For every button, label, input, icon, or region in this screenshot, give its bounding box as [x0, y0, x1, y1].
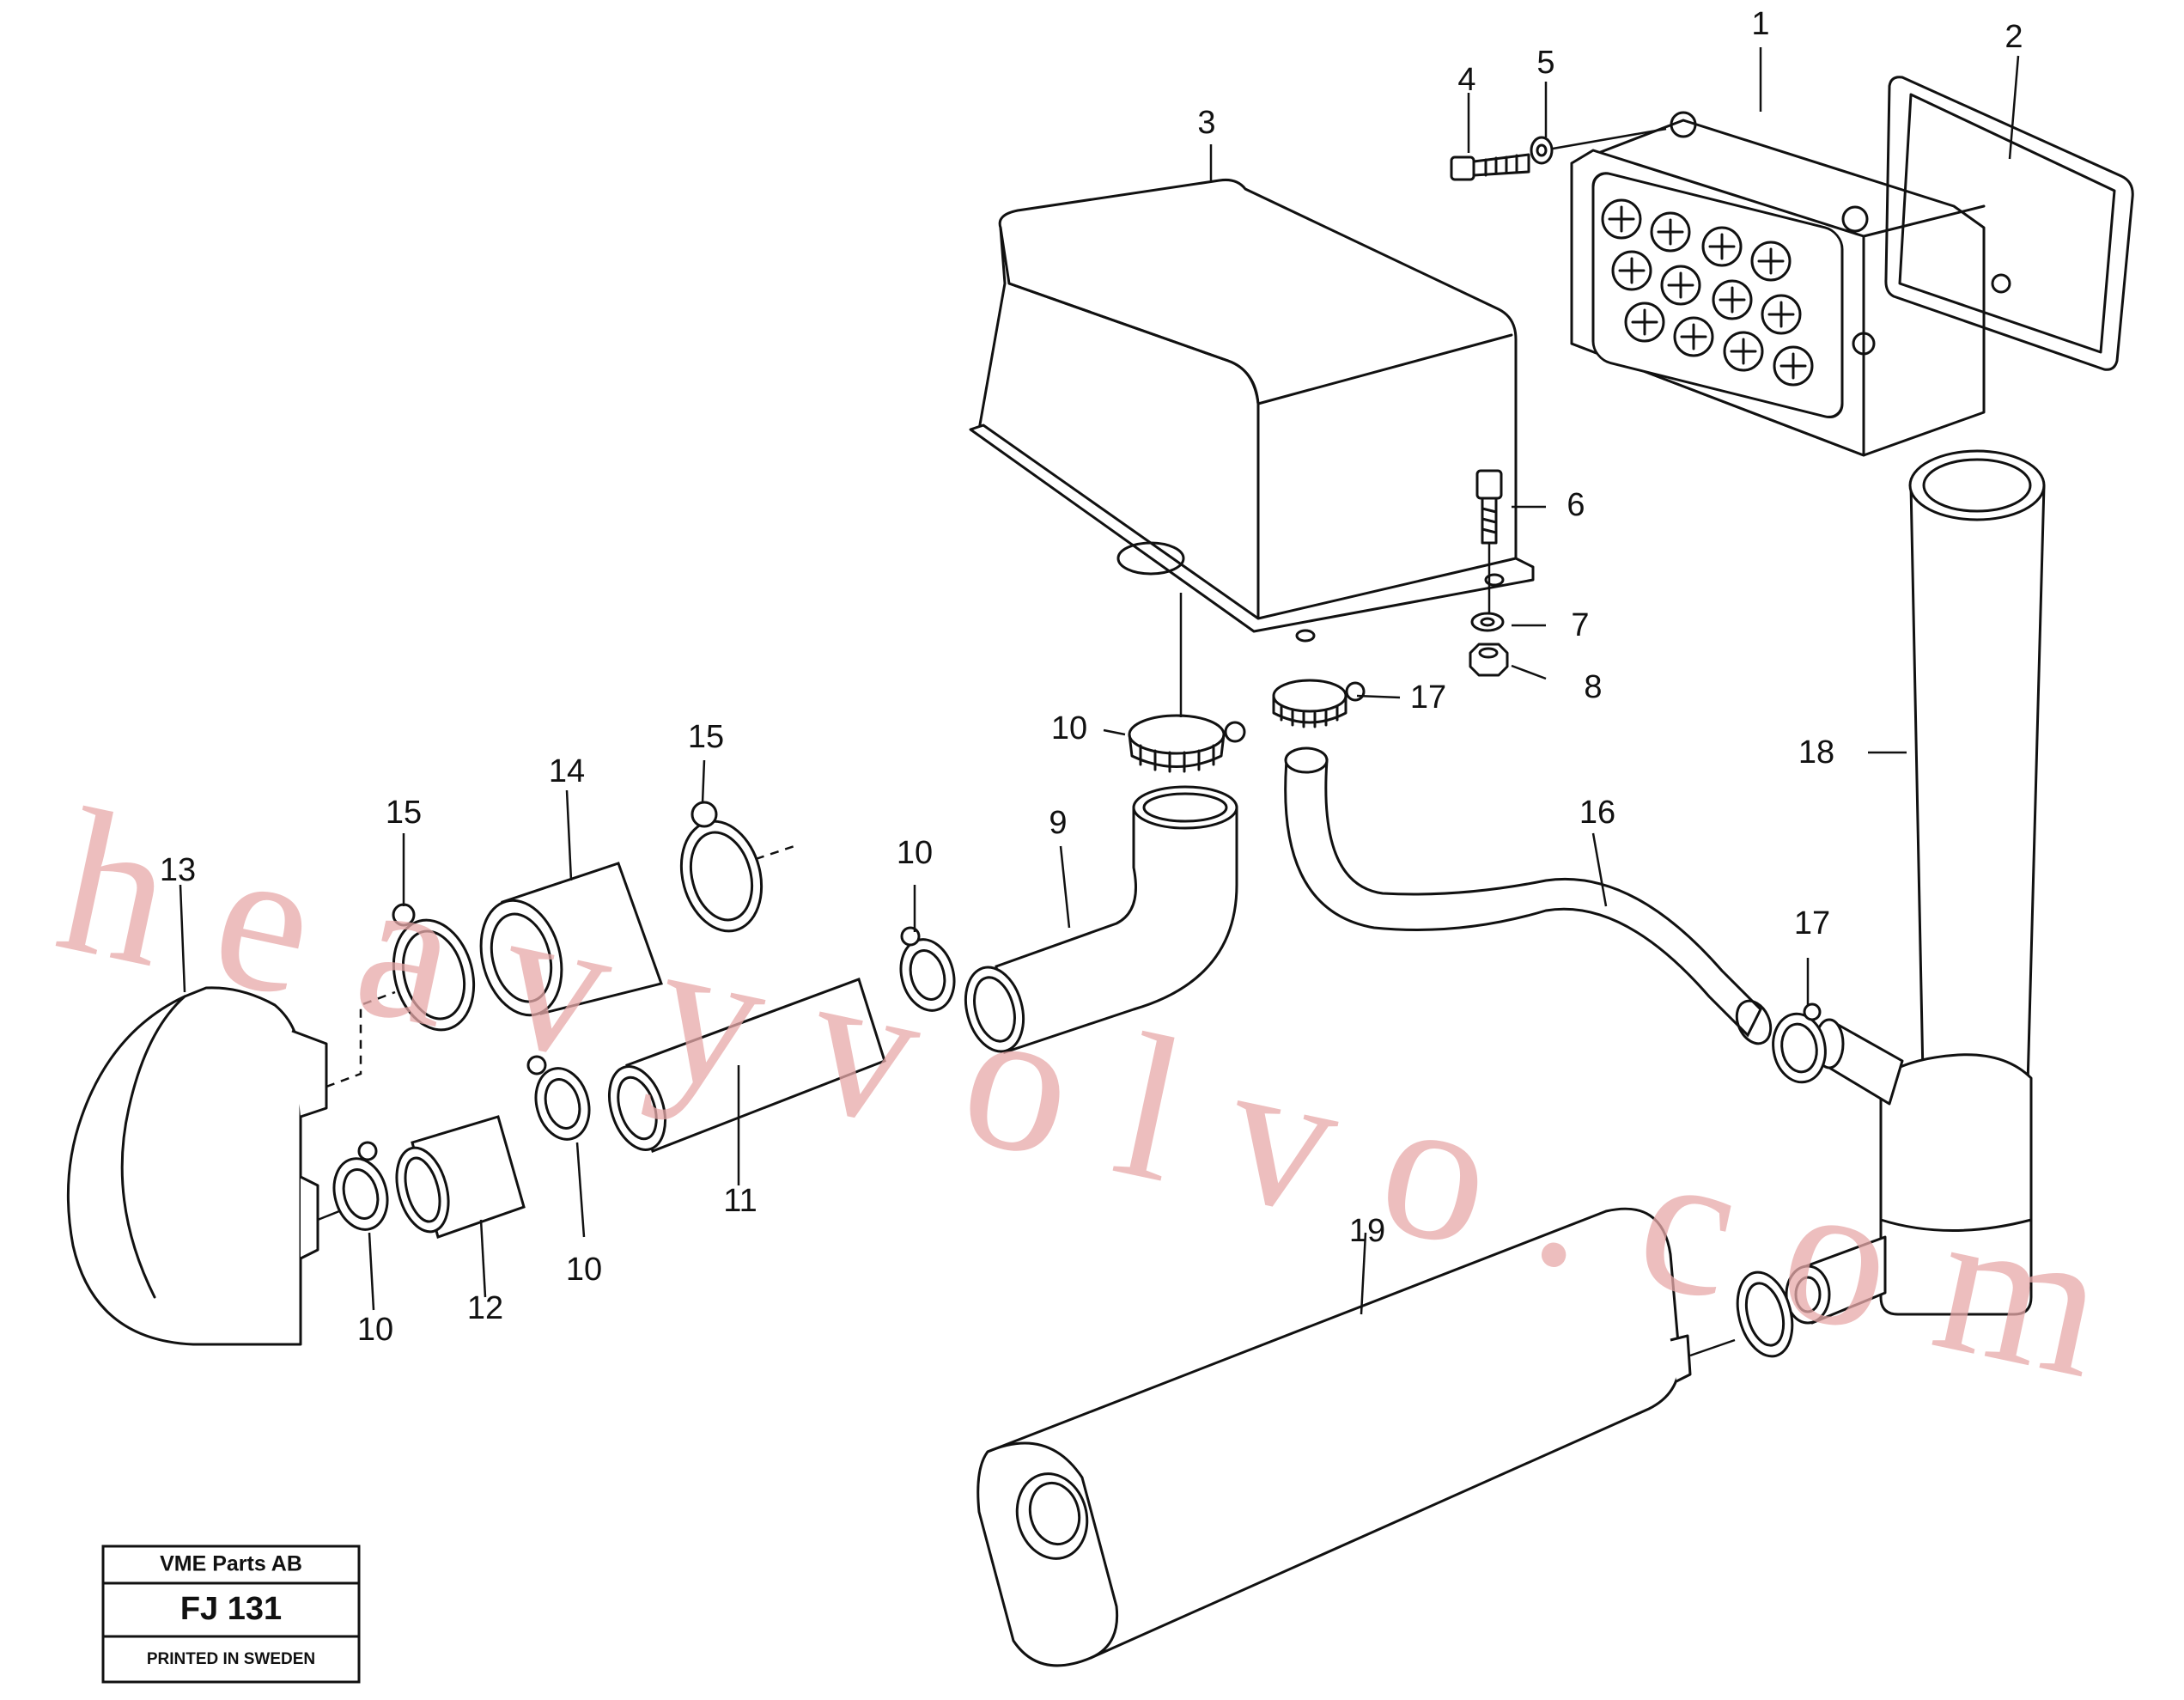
label-part-10b: 10 [897, 835, 933, 871]
label-part-19: 19 [1349, 1213, 1385, 1249]
gauge-cross-5 [1618, 257, 1646, 284]
label-part-15b: 15 [688, 719, 724, 755]
gauge-cross-6 [1667, 271, 1694, 299]
part-7-washer [1470, 612, 1505, 632]
gauge-cross-11 [1730, 338, 1757, 365]
label-part-1: 1 [1751, 6, 1769, 42]
label-part-2: 2 [2005, 19, 2023, 55]
part-13-heater-unit [66, 986, 396, 1346]
gauge-cross-7 [1719, 286, 1746, 314]
label-part-11: 11 [723, 1183, 757, 1219]
label-part-3: 3 [1197, 105, 1215, 141]
part-14-sleeve [479, 862, 663, 1017]
part-10-clamp-lower-left [332, 1141, 389, 1231]
part-1-control-panel [1570, 111, 2011, 457]
gauge-cross-1 [1608, 205, 1635, 233]
label-part-10c: 10 [566, 1252, 602, 1288]
part-15-clamp-left [392, 903, 476, 1032]
gauge-cross-3 [1708, 233, 1736, 260]
part-10-clamp-upper [1128, 714, 1246, 773]
part-3-heater-box [969, 179, 1535, 643]
title-block-company: VME Parts AB [160, 1552, 302, 1576]
label-part-13: 13 [160, 852, 196, 888]
part-17-clamp-top [1272, 679, 1366, 728]
part-17-clamp-right [1772, 1002, 1827, 1084]
label-part-7: 7 [1571, 607, 1589, 643]
part-10-clamp-lower-mid [526, 1055, 591, 1141]
gauge-7 [1712, 279, 1753, 320]
gauge-3 [1701, 226, 1743, 267]
label-part-10a: 10 [1051, 710, 1087, 746]
gauge-6 [1660, 265, 1701, 306]
part-2-gasket [1884, 76, 2134, 371]
label-part-4: 4 [1457, 62, 1475, 98]
gauge-cross-9 [1631, 308, 1658, 336]
label-part-15a: 15 [386, 795, 422, 831]
gauge-cross-10 [1680, 323, 1707, 350]
label-part-5: 5 [1536, 45, 1554, 81]
part-4-screw [1450, 153, 1530, 181]
label-part-17b: 17 [1794, 905, 1830, 941]
title-block-drawing-number: FJ 131 [180, 1591, 282, 1627]
gauge-10 [1673, 316, 1714, 357]
gauge-11 [1723, 331, 1764, 372]
part-19-clamp [1736, 1270, 1794, 1358]
title-block: VME Parts AB FJ 131 PRINTED IN SWEDEN [101, 1545, 361, 1684]
gauge-cross-4 [1757, 247, 1785, 275]
gauge-5 [1611, 250, 1652, 291]
part-8-nut [1469, 643, 1509, 677]
label-part-18: 18 [1798, 734, 1834, 771]
label-part-12: 12 [467, 1290, 503, 1326]
label-part-17a: 17 [1410, 679, 1446, 716]
panel-gauges [1601, 198, 1814, 387]
part-labels: 1 2 3 4 5 6 7 8 9 10 10 10 10 10 11 12 1… [160, 6, 2023, 1348]
gauge-2 [1650, 211, 1691, 253]
leader-lines [179, 47, 2020, 1315]
part-5-washer [1530, 136, 1554, 165]
gauge-1 [1601, 198, 1642, 240]
label-part-6: 6 [1567, 487, 1585, 523]
label-part-8: 8 [1584, 669, 1602, 705]
gauge-cross-12 [1779, 352, 1807, 380]
part-9-elbow-hose [964, 785, 1238, 1055]
title-block-printed: PRINTED IN SWEDEN [147, 1650, 315, 1668]
gauge-12 [1773, 345, 1814, 387]
part-11-hose [608, 978, 886, 1153]
part-15-clamp-right [679, 801, 763, 933]
label-part-16: 16 [1579, 795, 1615, 831]
label-part-10d: 10 [357, 1312, 393, 1348]
gauge-8 [1761, 294, 1802, 335]
part-12-hose [395, 1115, 526, 1239]
part-16-hose [1284, 746, 1773, 1045]
gauge-4 [1750, 241, 1792, 282]
gauge-9 [1624, 302, 1665, 343]
gauge-cross-8 [1767, 301, 1795, 328]
gauge-cross-2 [1657, 218, 1684, 246]
part-19-muffler [976, 1207, 1736, 1667]
label-part-14: 14 [549, 753, 585, 789]
label-part-9: 9 [1049, 805, 1067, 841]
part-18-vertical-pipe [1785, 449, 2046, 1325]
watermark: heavyvolvo.com [42, 765, 2122, 1421]
